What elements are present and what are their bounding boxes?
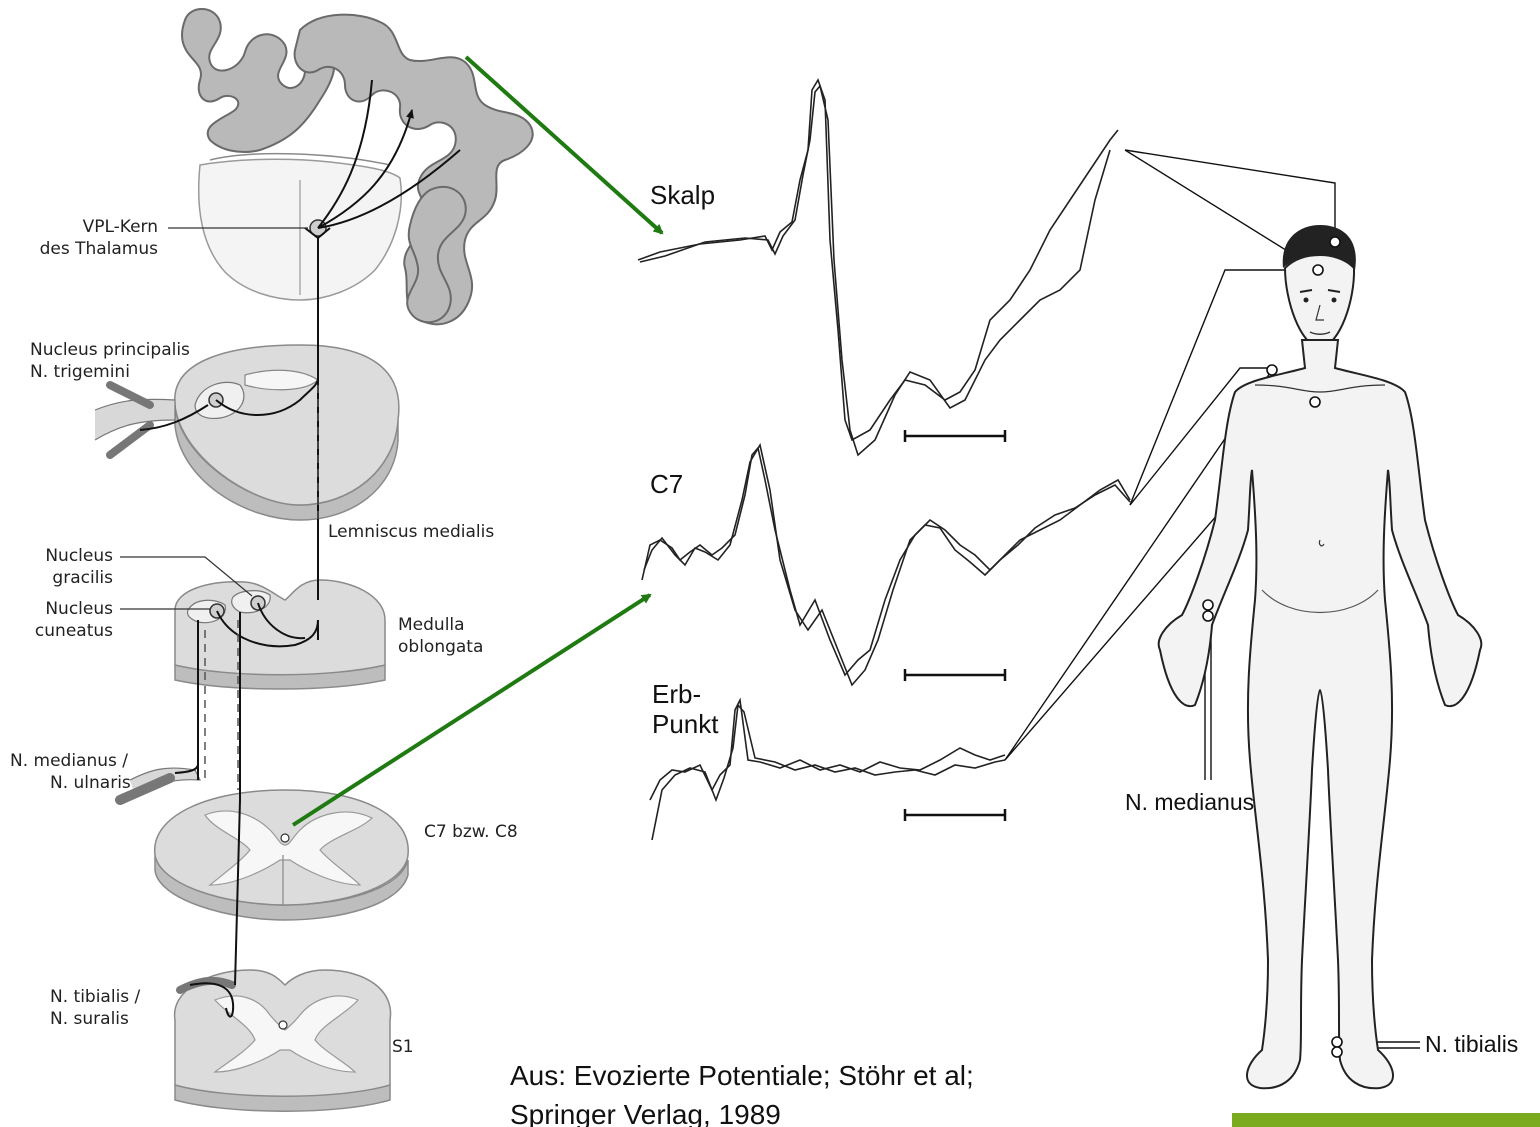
lemniscus-medialis-label: Lemniscus medialis: [328, 522, 494, 542]
electrode-ankle-1: [1332, 1037, 1342, 1047]
nucleus-principalis-label-line1: Nucleus principalis: [30, 340, 190, 360]
trace-label-erb-line2: Punkt: [652, 709, 719, 739]
electrode-erb: [1310, 397, 1320, 407]
trace-c7-a: [642, 448, 1130, 675]
spinal-c7-section: [120, 768, 408, 920]
medulla-label-line1: Medulla: [398, 615, 465, 635]
medulla-section: [175, 580, 385, 689]
nucleus-cuneatus-label-line2: cuneatus: [35, 621, 113, 641]
medulla-label-line2: oblongata: [398, 637, 483, 657]
vpl-label-line2: des Thalamus: [40, 239, 159, 259]
electrode-scalp-vertex: [1330, 237, 1340, 247]
n-medianus-body-label: N. medianus: [1125, 789, 1254, 815]
trace-skalp-a: [638, 80, 1118, 440]
electrode-ankle-2: [1332, 1047, 1342, 1057]
green-accent-bar: [1232, 1113, 1540, 1127]
sep-traces: Skalp C7 Erb- Punkt: [638, 80, 1130, 840]
brain-coronal-section: [182, 9, 533, 324]
pons-section: [95, 345, 399, 520]
s1-label: S1: [392, 1037, 414, 1057]
human-figure: [1159, 225, 1482, 1088]
trace-label-skalp: Skalp: [650, 180, 715, 210]
source-caption-line2: Springer Verlag, 1989: [510, 1099, 781, 1127]
n-tibialis-body-label: N. tibialis: [1425, 1031, 1518, 1057]
tibialis-suralis-label-line2: N. suralis: [50, 1009, 129, 1029]
spinal-s1-section: [175, 970, 391, 1111]
tibialis-suralis-label-line1: N. tibialis /: [50, 987, 141, 1007]
nucleus-gracilis-label-line1: Nucleus: [45, 546, 113, 566]
c7-c8-label: C7 bzw. C8: [424, 822, 518, 842]
electrode-scalp-front: [1313, 265, 1323, 275]
electrode-c7: [1267, 365, 1277, 375]
trace-skalp-b: [640, 86, 1110, 455]
figure-body: [1159, 340, 1482, 1088]
vpl-label-line1: VPL-Kern: [83, 217, 158, 237]
nucleus-principalis-label-line2: N. trigemini: [30, 362, 130, 382]
nucleus-gracilis-label-line2: gracilis: [52, 568, 113, 588]
medianus-ulnaris-label-line2: N. ulnaris: [50, 773, 131, 793]
medianus-ulnaris-label-line1: N. medianus /: [10, 751, 128, 771]
trace-label-c7: C7: [650, 469, 683, 499]
electrode-wrist-1: [1203, 600, 1213, 610]
trace-c7-b: [644, 445, 1130, 685]
electrode-wrist-2: [1203, 611, 1213, 621]
nucleus-cuneatus-label-line1: Nucleus: [45, 599, 113, 619]
source-caption-line1: Aus: Evozierte Potentiale; Stöhr et al;: [510, 1060, 974, 1091]
trace-label-erb-line1: Erb-: [652, 679, 701, 709]
